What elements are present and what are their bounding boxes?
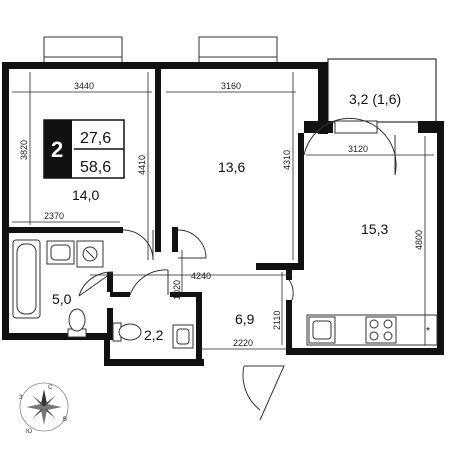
door-entrance <box>244 365 285 421</box>
toilet-wc <box>112 322 142 342</box>
balcony-window <box>334 120 378 134</box>
dim-2110: 2110 <box>272 311 282 330</box>
kitchen: * <box>306 314 438 346</box>
area-toilet: 2,2 <box>144 327 164 343</box>
area-balcony: 3,2 (1,6) <box>349 91 401 107</box>
doors <box>78 117 397 421</box>
door-left-room <box>122 229 154 261</box>
badge-total-area: 58,6 <box>80 159 111 176</box>
compass-rose: С Ю З В <box>19 382 69 435</box>
dim-1020: 1020 <box>172 280 182 300</box>
area-room-left: 14,0 <box>72 187 99 203</box>
door-bathroom <box>78 271 114 297</box>
windows <box>43 36 278 64</box>
dim-4310: 4310 <box>282 150 292 170</box>
area-hall: 6,9 <box>235 311 255 327</box>
dimension-lines <box>12 72 434 350</box>
dim-3820: 3820 <box>19 140 29 160</box>
dim-2220: 2220 <box>233 338 253 348</box>
area-room-right: 15,3 <box>361 221 388 237</box>
area-room-middle: 13,6 <box>218 159 245 175</box>
dim-2370: 2370 <box>44 211 64 221</box>
apartment-badge: 2 27,6 58,6 <box>43 119 125 179</box>
compass-needle-icon <box>41 389 47 407</box>
badge-living-area: 27,6 <box>80 130 111 147</box>
sink-wc <box>172 324 194 349</box>
walls <box>2 62 444 366</box>
dim-4800: 4800 <box>414 230 424 250</box>
badge-rooms: 2 <box>51 137 63 162</box>
compass-south: Ю <box>26 429 32 435</box>
area-bathroom: 5,0 <box>52 291 72 307</box>
dim-4410: 4410 <box>137 155 147 175</box>
window-middle <box>198 36 278 64</box>
bathtub <box>12 239 41 319</box>
dim-3120: 3120 <box>348 144 368 154</box>
dim-3160: 3160 <box>221 81 241 91</box>
compass-east: В <box>63 417 67 423</box>
dim-3440: 3440 <box>74 81 94 91</box>
svg-text:*: * <box>426 326 430 337</box>
washing-machine <box>76 240 104 268</box>
toilet-bathroom <box>67 308 87 338</box>
dim-4240: 4240 <box>191 271 211 281</box>
window-left <box>43 36 123 64</box>
door-middle-room <box>177 229 207 259</box>
door-toilet <box>129 269 169 296</box>
sink-bathroom <box>46 240 75 265</box>
compass-north: С <box>48 385 53 391</box>
compass-west: З <box>19 395 23 401</box>
